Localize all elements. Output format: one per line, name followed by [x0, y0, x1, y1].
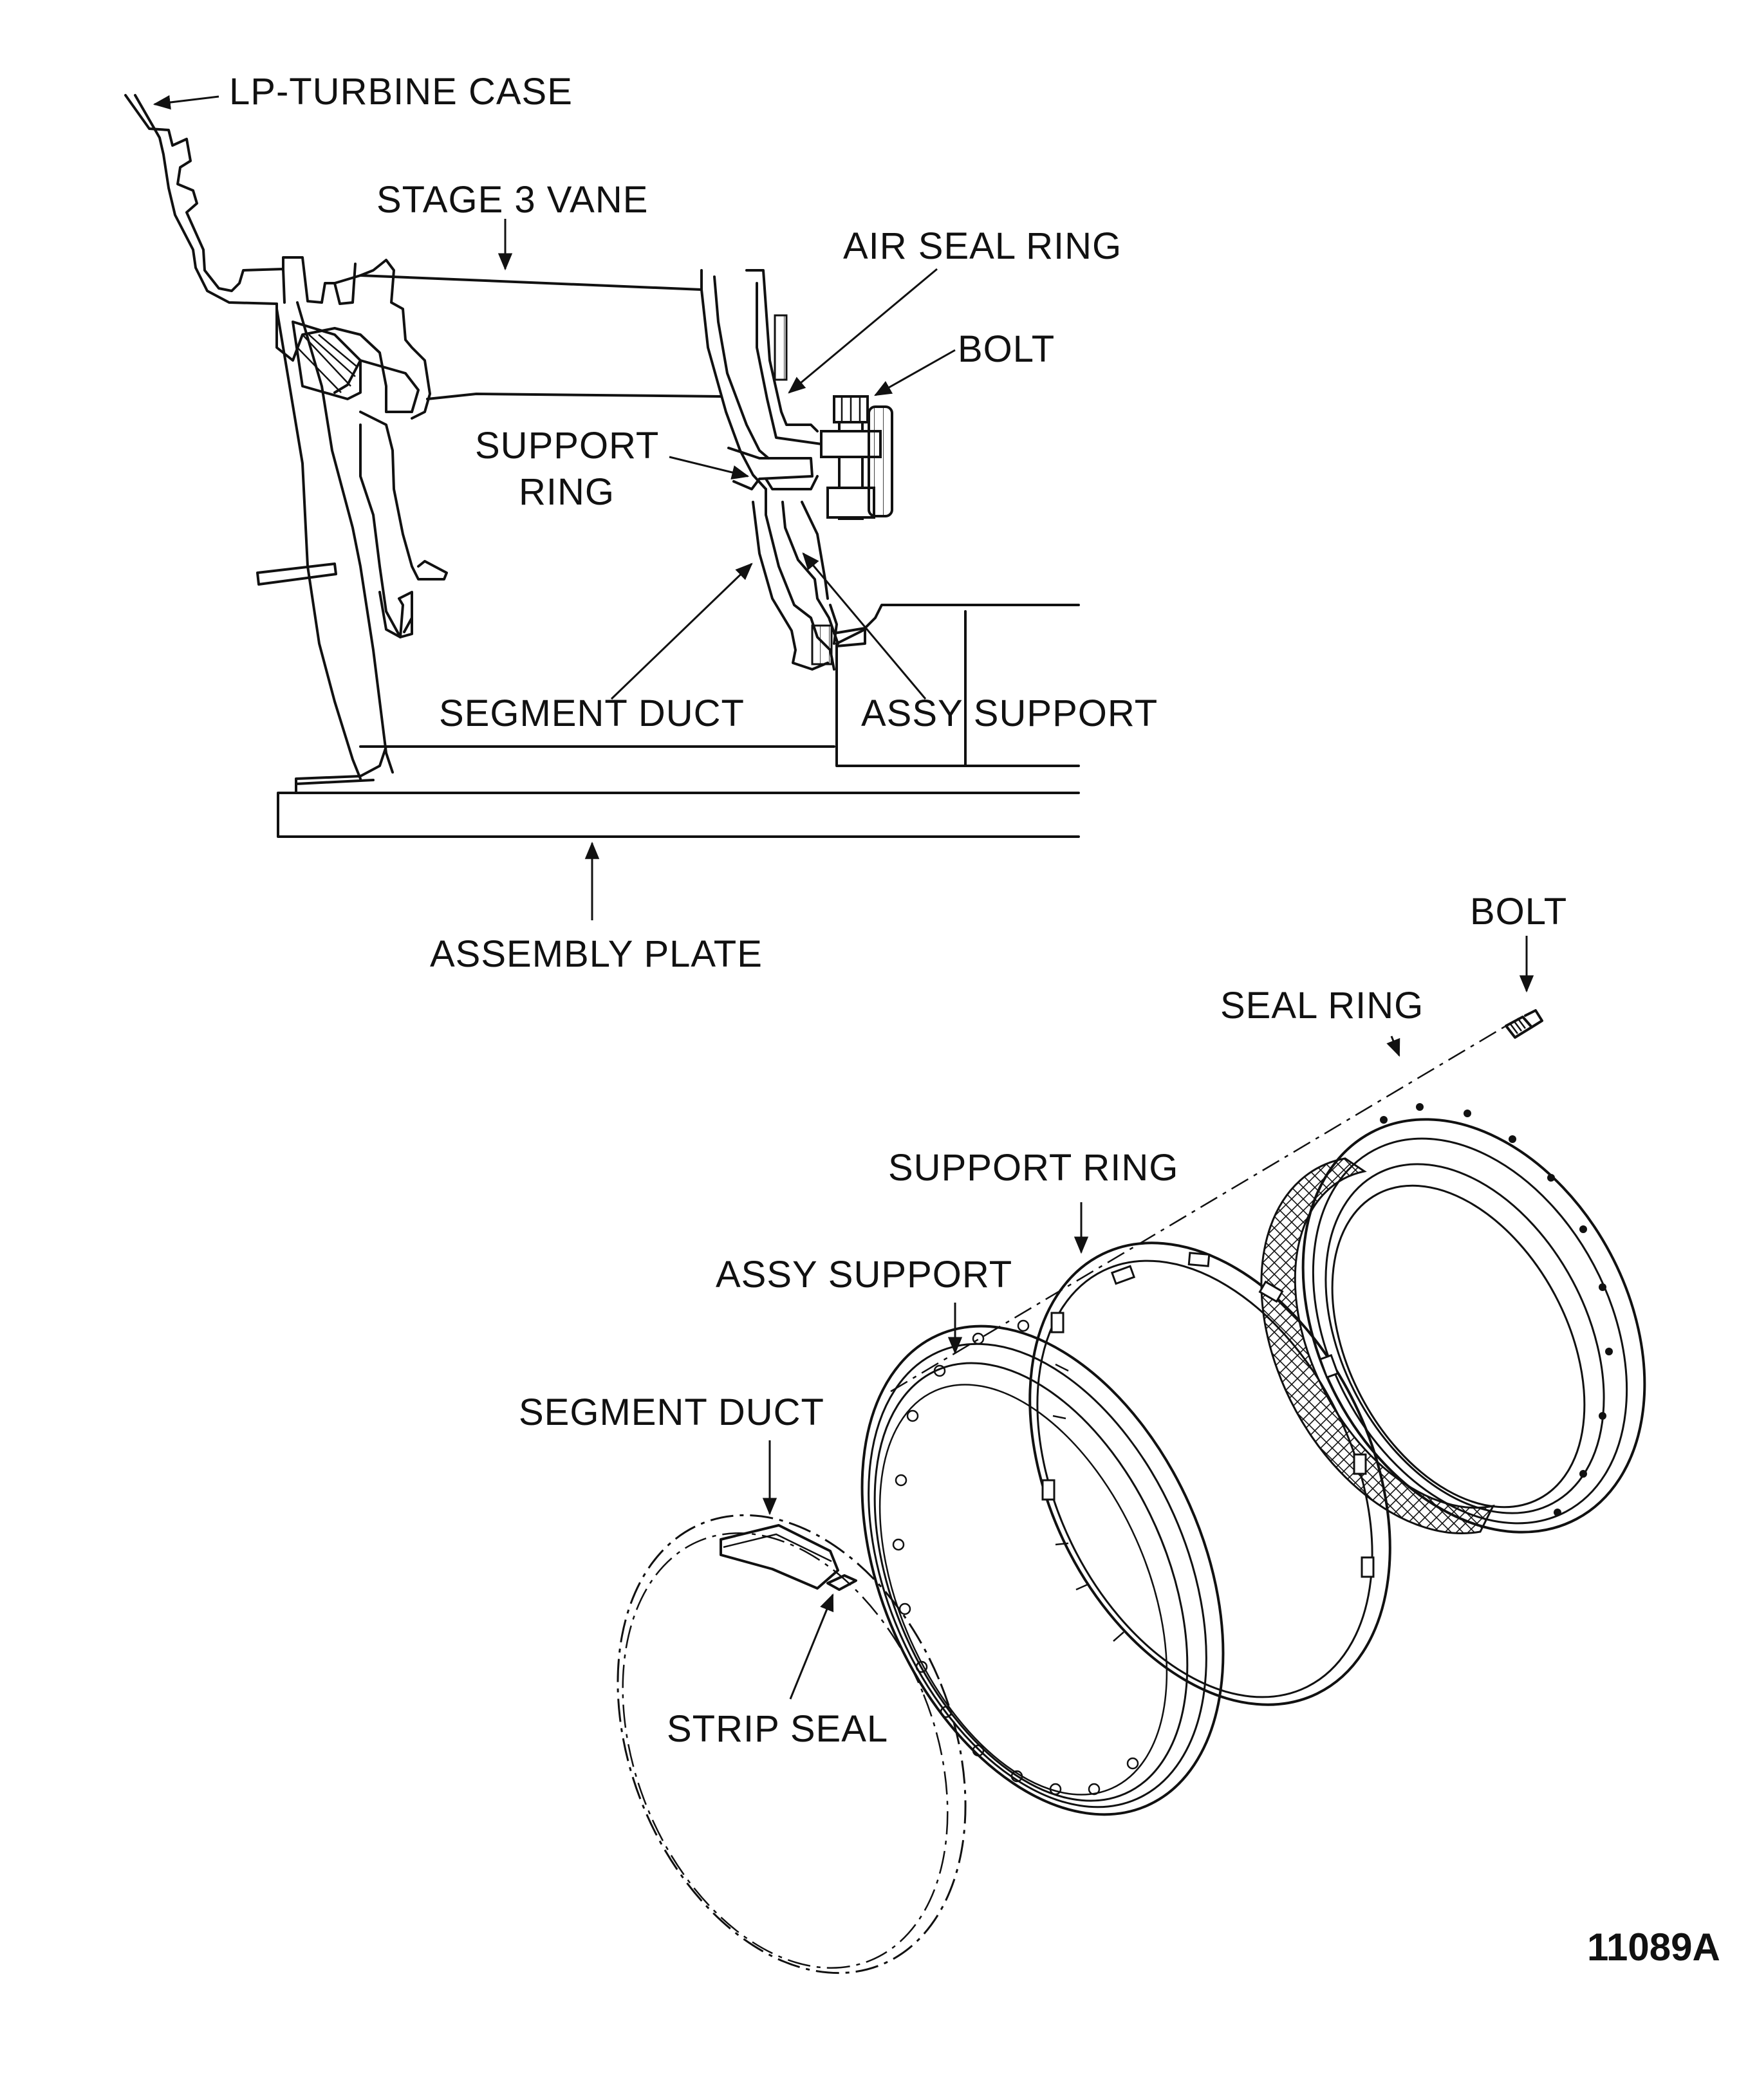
- forward-strut-inner: [296, 301, 394, 774]
- vane-inner-flowpath: [426, 393, 722, 400]
- vane-forward-hook: [282, 256, 357, 305]
- segment-duct-ring: [617, 1514, 967, 1975]
- section-leaders: [153, 95, 956, 920]
- label-strip-seal: STRIP SEAL: [667, 1708, 888, 1750]
- exploded-view: [617, 1009, 1646, 1975]
- vane-inner-hook: [378, 591, 413, 638]
- lp-turbine-case-outline: [124, 94, 286, 304]
- vane-aft-leg-inner: [713, 275, 770, 460]
- section-view: [124, 94, 1080, 838]
- strip-seal-piece: [826, 1574, 857, 1591]
- support-ring: [1028, 1241, 1391, 1706]
- vane-lower-shroud: [359, 423, 413, 638]
- support-ring-notches: [1052, 1363, 1124, 1642]
- label-assembly-plate: ASSEMBLY PLATE: [430, 933, 763, 975]
- bolt-wrench: [868, 405, 893, 517]
- assy-support-inner: [781, 501, 839, 645]
- forward-honeycomb-block: [292, 321, 362, 400]
- seal-ring: [1260, 1103, 1646, 1534]
- label-assy-support-exploded: ASSY SUPPORT: [716, 1254, 1012, 1296]
- label-bolt-section: BOLT: [958, 328, 1055, 370]
- label-air-seal-ring: AIR SEAL RING: [843, 225, 1122, 267]
- air-seal-ring-body: [745, 269, 819, 432]
- vane-trailing-part: [359, 411, 448, 581]
- label-seal-ring: SEAL RING: [1220, 985, 1424, 1027]
- support-ring-flange: [727, 447, 813, 490]
- bolt-lower-nut: [826, 487, 875, 519]
- label-stage-3-vane: STAGE 3 VANE: [376, 179, 648, 221]
- exploded-labels: BOLT SEAL RING SUPPORT RING ASSY SUPPORT…: [519, 891, 1567, 1750]
- lp-turbine-case-inner: [134, 94, 278, 305]
- support-ring-tabs: [1041, 1252, 1375, 1578]
- assy-support-pad: [811, 624, 833, 665]
- vane-outer-flowpath: [359, 274, 703, 291]
- exploded-leaders: [762, 936, 1534, 1700]
- assy-support-ring: [860, 1319, 1225, 1816]
- bolt-small: [1505, 1009, 1543, 1039]
- air-seal-honeycomb: [774, 314, 788, 381]
- label-assy-support-section: ASSY SUPPORT: [861, 692, 1158, 734]
- seal-ring-honeycomb: [1260, 1157, 1495, 1534]
- assembly-plate-step: [295, 745, 387, 794]
- vane-leading-edge: [333, 259, 431, 420]
- label-support-ring-exploded: SUPPORT RING: [888, 1147, 1178, 1189]
- bolt-head-flats: [841, 396, 861, 422]
- figure-number: 11089A: [1587, 1926, 1720, 1969]
- label-bolt-exploded: BOLT: [1470, 891, 1567, 933]
- section-labels: LP-TURBINE CASE STAGE 3 VANE AIR SEAL RI…: [229, 71, 1158, 975]
- assembly-plate: [277, 792, 1080, 838]
- fixture-lug: [833, 627, 866, 647]
- side-lever: [256, 562, 337, 586]
- segment-duct-piece: [720, 1524, 839, 1590]
- air-seal-ring-inner: [756, 282, 823, 445]
- forward-strut: [275, 308, 362, 780]
- support-ring-lower: [765, 475, 819, 490]
- assy-support-holes: [892, 1319, 1139, 1796]
- label-lp-turbine-case: LP-TURBINE CASE: [229, 71, 573, 113]
- vane-aft-leg: [700, 269, 767, 490]
- label-support-ring-line2: RING: [519, 471, 615, 513]
- assembly-centerline: [890, 1025, 1507, 1393]
- label-support-ring-line1: SUPPORT: [475, 425, 659, 467]
- segment-duct-body: [752, 501, 829, 671]
- seal-ring-holes: [1380, 1103, 1613, 1516]
- assy-support-mount: [801, 501, 838, 645]
- honeycomb-lines: [297, 334, 358, 393]
- label-segment-duct-exploded: SEGMENT DUCT: [519, 1391, 824, 1433]
- fixture-block: [835, 604, 1080, 645]
- fixture-block-body: [835, 610, 967, 767]
- label-segment-duct-section: SEGMENT DUCT: [439, 692, 745, 734]
